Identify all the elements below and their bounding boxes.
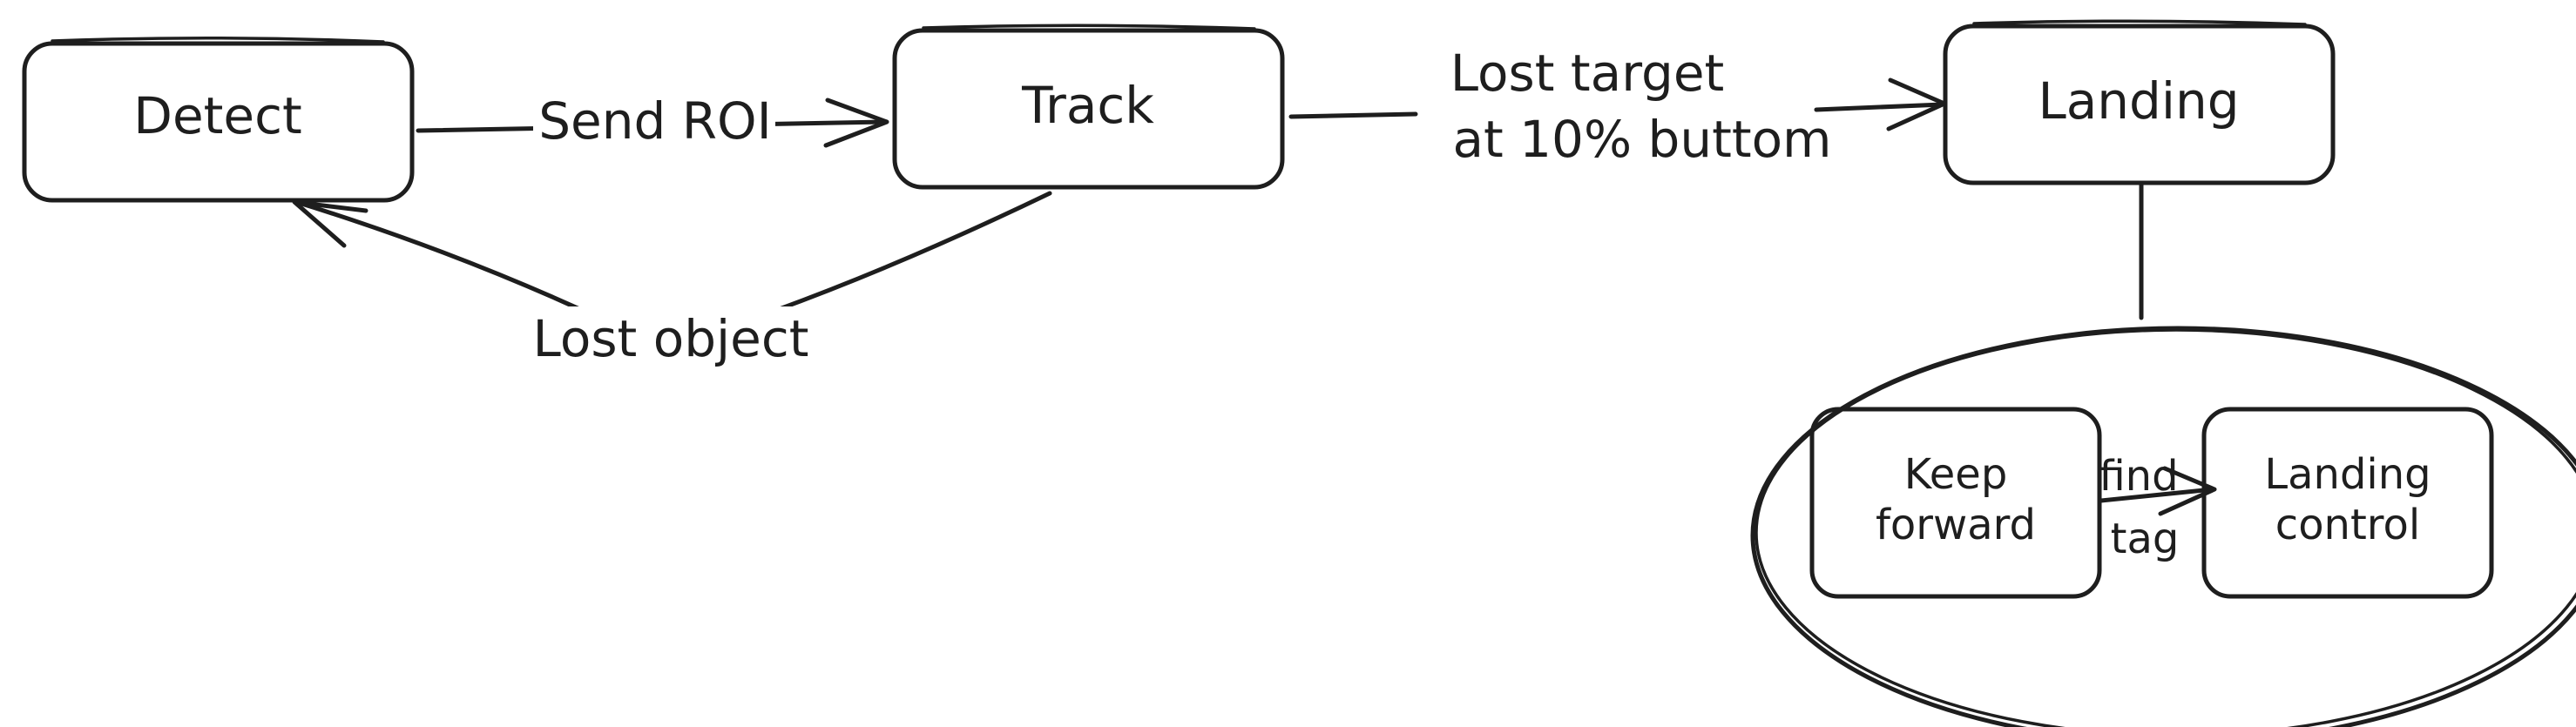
keep-forward-label-line2: forward (1876, 501, 2036, 549)
landing-control-label-line2: control (2275, 501, 2420, 549)
edge-lost-object-label: Lost object (533, 309, 809, 368)
edge-find-tag-label-line1: find (2099, 452, 2178, 501)
edge-lost-target: Lost target at 10% buttom (1288, 44, 1947, 169)
edge-lost-object: Lost object (292, 191, 1052, 381)
detect-node: Detect (22, 36, 415, 203)
landing-control-node: Landing control (2201, 407, 2494, 599)
keep-forward-node: Keep forward (1809, 407, 2102, 599)
keep-forward-label-line1: Keep (1904, 450, 2008, 499)
edge-send-roi: Send ROI (416, 91, 889, 159)
landing-substate-group (1750, 326, 2576, 727)
edge-lost-target-label-line1: Lost target (1450, 44, 1725, 103)
edge-find-tag-label-line2: tag (2111, 515, 2180, 563)
edge-lost-target-label-line2: at 10% buttom (1452, 110, 1831, 169)
edge-send-roi-label: Send ROI (538, 91, 772, 151)
track-node-label: Track (1021, 76, 1154, 135)
detect-node-label: Detect (133, 86, 301, 145)
landing-control-label-line1: Landing (2264, 450, 2431, 499)
landing-node: Landing (1943, 19, 2336, 185)
track-node: Track (892, 24, 1285, 190)
edge-find-tag: find tag (2099, 452, 2217, 563)
landing-node-label: Landing (2038, 71, 2239, 131)
